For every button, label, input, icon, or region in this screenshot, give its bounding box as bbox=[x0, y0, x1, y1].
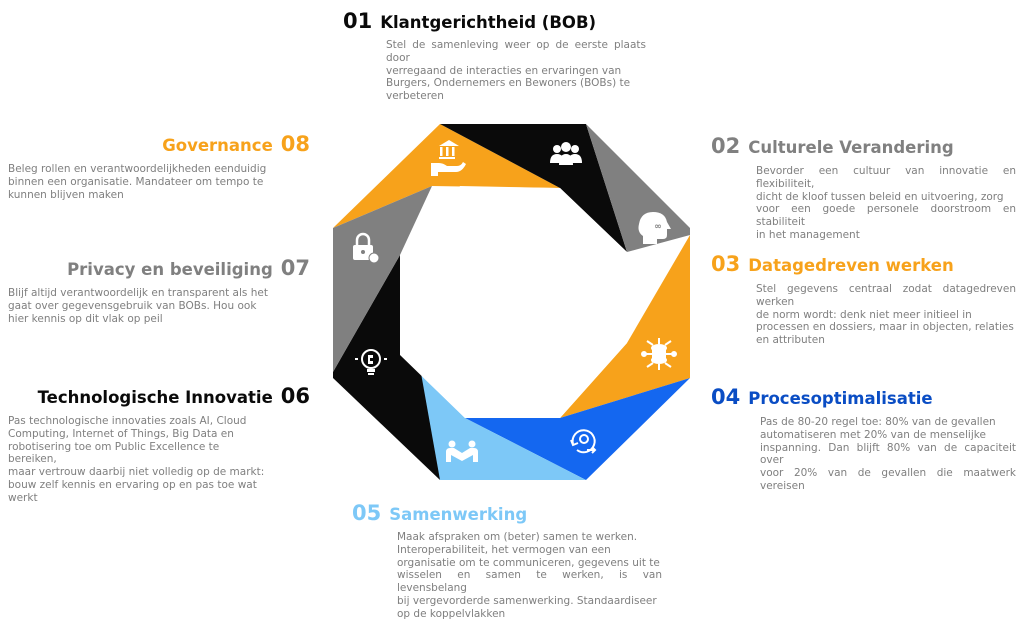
item-title: Governance bbox=[162, 136, 273, 155]
item-number: 05 bbox=[352, 501, 382, 525]
item-04: 04 Procesoptimalisatie Pas de 80-20 rege… bbox=[711, 385, 1016, 493]
item-title: Procesoptimalisatie bbox=[748, 389, 933, 408]
item-number: 03 bbox=[711, 252, 741, 276]
item-title: Technologische Innovatie bbox=[37, 388, 273, 407]
segment-04 bbox=[465, 378, 690, 480]
segment-08 bbox=[333, 124, 560, 228]
segment-06 bbox=[333, 255, 440, 480]
item-number: 07 bbox=[280, 256, 310, 280]
item-description: Stel gegevens centraal zodat datagedreve… bbox=[756, 283, 1016, 347]
item-description: Bevorder een cultuur van innovatie en fl… bbox=[756, 165, 1016, 241]
item-title: Klantgerichtheid (BOB) bbox=[380, 13, 597, 32]
users-heart-icon bbox=[550, 142, 582, 165]
item-08: Governance 08 Beleg rollen en verantwoor… bbox=[8, 132, 310, 201]
item-description: Stel de samenleving weer op de eerste pl… bbox=[386, 39, 646, 103]
segment-07 bbox=[333, 186, 432, 372]
item-description: Beleg rollen en verantwoordelijkheden ee… bbox=[8, 163, 267, 201]
item-description: Blijf altijd verantwoordelijk en transpa… bbox=[8, 287, 268, 325]
item-title: Datagedreven werken bbox=[748, 256, 954, 275]
octagon-diagram: ∞ bbox=[333, 124, 690, 480]
inner-octagon bbox=[400, 186, 627, 418]
item-02: 02 Culturele Verandering Bevorder een cu… bbox=[711, 134, 1016, 242]
item-description: Maak afspraken om (beter) samen te werke… bbox=[397, 531, 662, 620]
item-description: Pas technologische innovaties zoals AI, … bbox=[8, 415, 265, 504]
item-title: Samenwerking bbox=[389, 505, 528, 524]
octagon-segments bbox=[333, 124, 690, 480]
item-number: 02 bbox=[711, 134, 741, 158]
item-06: Technologische Innovatie 06 Pas technolo… bbox=[8, 384, 310, 505]
item-number: 04 bbox=[711, 385, 741, 409]
item-number: 06 bbox=[280, 384, 310, 408]
item-05: 05 Samenwerking Maak afspraken om (beter… bbox=[352, 501, 662, 621]
item-number: 08 bbox=[280, 132, 310, 156]
item-number: 01 bbox=[343, 9, 373, 33]
bank-hand-icon bbox=[431, 140, 466, 176]
handshake-icon bbox=[446, 440, 478, 462]
item-title: Privacy en beveiliging bbox=[67, 260, 273, 279]
segment-03 bbox=[560, 235, 690, 418]
item-description: Pas de 80-20 regel toe: 80% van de geval… bbox=[760, 416, 1016, 492]
item-07: Privacy en beveiliging 07 Blijf altijd v… bbox=[8, 256, 310, 325]
database-network-icon bbox=[641, 338, 677, 370]
segment-01 bbox=[440, 124, 627, 252]
item-01: 01 Klantgerichtheid (BOB) Stel de samenl… bbox=[343, 9, 646, 103]
head-infinity-icon: ∞ bbox=[638, 212, 671, 244]
idea-bulb-icon bbox=[355, 349, 387, 375]
segment-05 bbox=[400, 355, 586, 480]
item-title: Culturele Verandering bbox=[748, 138, 954, 157]
item-03: 03 Datagedreven werken Stel gegevens cen… bbox=[711, 252, 1016, 347]
svg-text:∞: ∞ bbox=[654, 222, 662, 232]
cycle-gear-icon bbox=[570, 429, 597, 454]
lock-icon bbox=[353, 232, 380, 264]
